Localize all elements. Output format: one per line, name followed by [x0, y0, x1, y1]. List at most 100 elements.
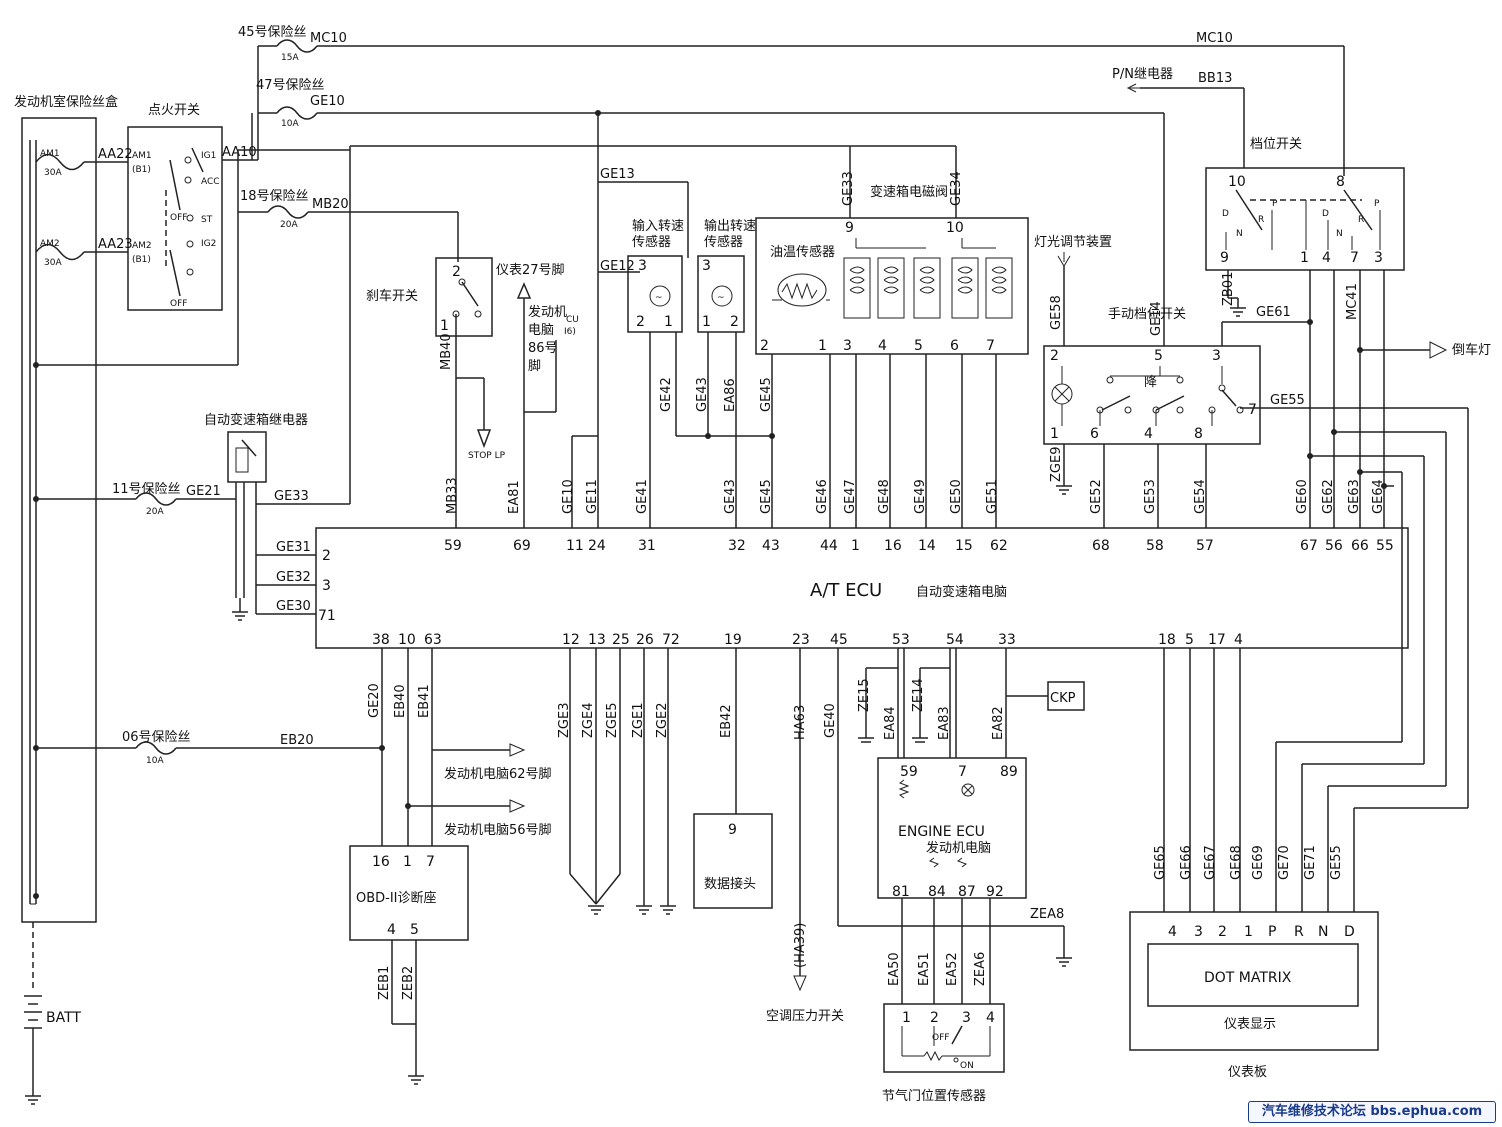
- wire-ge10-v: GE10: [561, 479, 576, 514]
- sol-pin-3: 3: [843, 338, 852, 354]
- wire-ge14: GE14: [1149, 301, 1164, 336]
- ecu-top-1: 1: [851, 538, 860, 554]
- ecu-top-67: 67: [1300, 538, 1318, 554]
- wire-zea8: ZEA8: [1030, 907, 1064, 922]
- wire-mb20: MB20: [312, 197, 349, 212]
- tps-pin-2: 2: [930, 1010, 939, 1026]
- dot-pin-3: 3: [1194, 924, 1203, 940]
- eng86-b: 电脑: [528, 323, 554, 338]
- gear-pin-7: 7: [1350, 250, 1359, 266]
- ecu-bot-17: 17: [1208, 632, 1226, 648]
- stop-lp: STOP LP: [468, 451, 506, 461]
- wire-ea51: EA51: [917, 952, 932, 986]
- gear-pin-9: 9: [1220, 250, 1229, 266]
- wire-ge71: GE71: [1303, 845, 1318, 880]
- eng86-a: 发动机: [528, 304, 567, 320]
- ign-switch-title: 点火开关: [148, 103, 200, 118]
- forum-watermark: 汽车维修技术论坛 bbs.ephua.com: [1248, 1101, 1496, 1123]
- ecu-top-55: 55: [1376, 538, 1394, 554]
- gear-pin-8: 8: [1336, 174, 1345, 190]
- ecu-top-62: 62: [990, 538, 1008, 554]
- ecu-bot-38: 38: [372, 632, 390, 648]
- ecu-top-57: 57: [1196, 538, 1214, 554]
- ecu-top-43: 43: [762, 538, 780, 554]
- sol-pin-5: 5: [914, 338, 923, 354]
- wire-ea84: EA84: [883, 706, 898, 740]
- wire-ge13: GE13: [600, 167, 635, 182]
- output-sensor-b: 传感器: [704, 234, 743, 250]
- wire-ea82: EA82: [991, 706, 1006, 740]
- wire-zge5: ZGE5: [605, 703, 620, 738]
- wire-ge11: GE11: [585, 479, 600, 514]
- obd-connector: 06号保险丝 10A EB20 GE20 EB40 EB41 发动机电脑62号脚…: [36, 648, 552, 1085]
- meter27-label: 仪表27号脚: [496, 262, 565, 278]
- fuse-45: 45号保险丝 15A MC10 MC10: [238, 25, 1345, 176]
- in-pin-2: 2: [636, 314, 645, 330]
- dot-pin-n: N: [1318, 924, 1328, 940]
- output-sensor-a: 输出转速: [704, 218, 756, 234]
- brake-switch-title: 刹车开关: [366, 288, 418, 304]
- wire-ge41: GE41: [635, 479, 650, 514]
- speed-sensors: GE13 GE12 输入转速 传感器 3 2 1 ~ 输出转速 传感器 3 1 …: [571, 113, 775, 528]
- fuse06-amp: 10A: [146, 756, 164, 766]
- ac-pressure: HA63 (HA39) 空调压力开关: [766, 648, 844, 1024]
- engine-ecu-cn: 发动机电脑: [926, 840, 991, 856]
- fuse45-amp: 15A: [281, 53, 299, 63]
- ignition-switch: 点火开关 AA22 AA23 AM1 (B1) AM2 (B1) IG1 ACC…: [84, 103, 258, 311]
- eng-pin-81: 81: [892, 884, 910, 900]
- fuse11-label: 11号保险丝: [112, 482, 181, 497]
- ecu-bot-19: 19: [724, 632, 742, 648]
- eng-pin-84: 84: [928, 884, 946, 900]
- wire-mb33: MB33: [445, 477, 460, 514]
- wire-aa22: AA22: [98, 147, 133, 162]
- wire-zeb2: ZEB2: [401, 966, 416, 1000]
- wire-mb40: MB40: [439, 333, 454, 370]
- wire-bb13: BB13: [1198, 71, 1232, 86]
- reverse-lamp-label: 倒车灯: [1452, 342, 1491, 358]
- wire-ha63: HA63: [793, 705, 808, 740]
- batt-label: BATT: [46, 1010, 81, 1026]
- am2-amp: 30A: [44, 258, 62, 268]
- wire-ea83: EA83: [937, 706, 952, 740]
- ecu-bot-53: 53: [892, 632, 910, 648]
- gear-pin-1: 1: [1300, 250, 1309, 266]
- obd-pin-4: 4: [387, 922, 396, 938]
- wire-mc10: MC10: [310, 31, 347, 46]
- sol-pin-6: 6: [950, 338, 959, 354]
- wire-ha39: (HA39): [793, 923, 808, 968]
- ecu-top-58: 58: [1146, 538, 1164, 554]
- wire-ge62: GE62: [1321, 479, 1336, 514]
- wire-ge55: GE55: [1270, 393, 1305, 408]
- meter-27-pin: 仪表27号脚 发动机 CU 电脑 I6) 86号 脚 EA81: [496, 262, 579, 528]
- obd-pin-7: 7: [426, 854, 435, 870]
- fuse-47: 47号保险丝 10A GE10: [256, 78, 1165, 346]
- in-pin-3: 3: [638, 258, 647, 274]
- wire-zb01: ZB01: [1221, 272, 1236, 306]
- dot-pin-p: P: [1268, 924, 1276, 940]
- eng-pin-59: 59: [900, 764, 918, 780]
- wire-zea6: ZEA6: [973, 952, 988, 986]
- man-pin-7: 7: [1248, 402, 1257, 418]
- wire-ge42: GE42: [659, 377, 674, 412]
- dot-matrix-label: DOT MATRIX: [1204, 970, 1292, 986]
- ecu-top-14: 14: [918, 538, 936, 554]
- ecu-bot-26: 26: [636, 632, 654, 648]
- brake-pin-1: 1: [440, 318, 449, 334]
- tps-pin-1: 1: [902, 1010, 911, 1026]
- wire-ge48: GE48: [877, 479, 892, 514]
- input-sensor-a: 输入转速: [632, 218, 684, 234]
- eng56-label: 发动机电脑56号脚: [444, 822, 552, 838]
- eng62-label: 发动机电脑62号脚: [444, 766, 552, 782]
- at-relay: 自动变速箱继电器 11号保险丝 20A GE21 GE31 GE32 GE30: [36, 412, 316, 621]
- oil-temp-title: 油温传感器: [770, 244, 835, 260]
- ecu-bot-63: 63: [424, 632, 442, 648]
- ecu-bot-25: 25: [612, 632, 630, 648]
- ecu-bot-33: 33: [998, 632, 1016, 648]
- wire-ge63: GE63: [1347, 479, 1362, 514]
- wire-mc10-right: MC10: [1196, 31, 1233, 46]
- wire-ge21: GE21: [186, 484, 221, 499]
- man-pin-1: 1: [1050, 426, 1059, 442]
- sw-b1-a: (B1): [132, 165, 151, 175]
- wire-ge69: GE69: [1251, 845, 1266, 880]
- fuse11-amp: 20A: [146, 507, 164, 517]
